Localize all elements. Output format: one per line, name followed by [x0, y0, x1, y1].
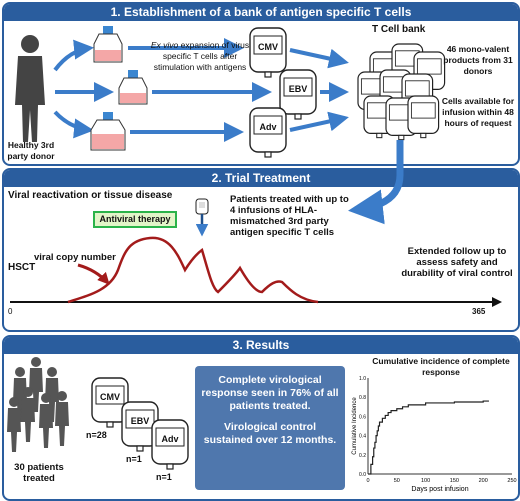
axis-start-label: 0 [8, 307, 13, 316]
result-count-ebv: n=1 [126, 454, 142, 464]
y-tick-label: 0.2 [359, 453, 366, 459]
patients-group-icon [7, 357, 69, 452]
panel-results-title: 3. Results [4, 337, 518, 354]
x-tick-label: 250 [507, 478, 516, 484]
viral-load-curve [67, 236, 319, 304]
y-tick-label: 1.0 [359, 376, 366, 382]
y-tick-label: 0.8 [359, 395, 366, 401]
expansion-text: expansion of virus specific T cells afte… [153, 40, 250, 72]
patients-treated-note: Patients treated with up to 4 infusions … [230, 194, 349, 238]
expansion-italic: Ex vivo [150, 40, 179, 50]
culture-flask-icon [118, 70, 148, 105]
infusion-bag-icon [195, 198, 209, 237]
bag-label-cmv: CMV [258, 42, 278, 52]
x-tick-label: 0 [366, 478, 369, 484]
result-bag-label-ebv: EBV [130, 416, 150, 426]
result-bag-label-adv: Adv [161, 434, 179, 444]
panel-trial-title: 2. Trial Treatment [4, 170, 518, 187]
y-tick-label: 0.0 [359, 472, 366, 478]
hsct-label: HSCT [8, 262, 36, 273]
t-cell-bank-icon [357, 43, 446, 141]
availability-note: Cells available for infusion within 48 h… [441, 96, 515, 128]
result-count-adv: n=1 [156, 472, 172, 482]
bag-label-adv: Adv [259, 122, 277, 132]
follow-up-note: Extended follow up to assess safety and … [401, 246, 513, 279]
result-bag-label-cmv: CMV [100, 392, 120, 402]
products-count: 46 mono-valent products from 31 donors [443, 44, 513, 76]
x-tick-label: 200 [479, 478, 488, 484]
chart-y-label: Cumulative Incidence [352, 397, 358, 455]
arrow-donor-flask1 [53, 39, 94, 72]
x-tick-label: 100 [421, 478, 430, 484]
viral-copy-pointer-arrow [77, 263, 110, 285]
expansion-description: Ex vivo expansion of virus specific T ce… [148, 40, 252, 73]
x-tick-label: 150 [450, 478, 459, 484]
antiviral-therapy-box [93, 211, 177, 228]
panel-trial-treatment: 2. Trial Treatment [2, 168, 520, 332]
result-count-cmv: n=28 [86, 430, 107, 440]
donor-label: Healthy 3rd party donor [7, 140, 55, 161]
chart-title: Cumulative incidence of complete respons… [372, 356, 510, 377]
arrow-donor-flask3 [53, 110, 94, 139]
culture-flask-icon [93, 26, 123, 63]
arrow-cmv-bank [289, 48, 349, 69]
viral-copy-label: viral copy number [34, 252, 116, 263]
chart-x-label: Days post infusion [411, 486, 468, 493]
culture-flask-icon [90, 112, 126, 151]
arrow-adv-bank [289, 111, 349, 132]
results-control: Virological control sustained over 12 mo… [203, 421, 337, 446]
donor-silhouette [15, 35, 45, 142]
incidence-step-line [368, 400, 489, 475]
panel-establishment-title: 1. Establishment of a bank of antigen sp… [4, 4, 518, 21]
results-summary-box: Complete virological response seen in 76… [195, 366, 345, 490]
antiviral-therapy-label: Antiviral therapy [99, 214, 171, 224]
x-tick-label: 50 [394, 478, 400, 484]
arrow-bank-to-treatment [348, 140, 404, 225]
t-cell-bank-title: T Cell bank [372, 24, 426, 35]
axis-end-label: 365 [472, 307, 486, 316]
y-tick-label: 0.6 [359, 414, 366, 420]
patients-count: 30 patients treated [14, 462, 64, 484]
y-tick-label: 0.4 [359, 434, 366, 440]
results-response: Complete virological response seen in 76… [201, 374, 339, 412]
reactivation-label: Viral reactivation or tissue disease [8, 190, 173, 201]
bag-label-ebv: EBV [288, 84, 308, 94]
